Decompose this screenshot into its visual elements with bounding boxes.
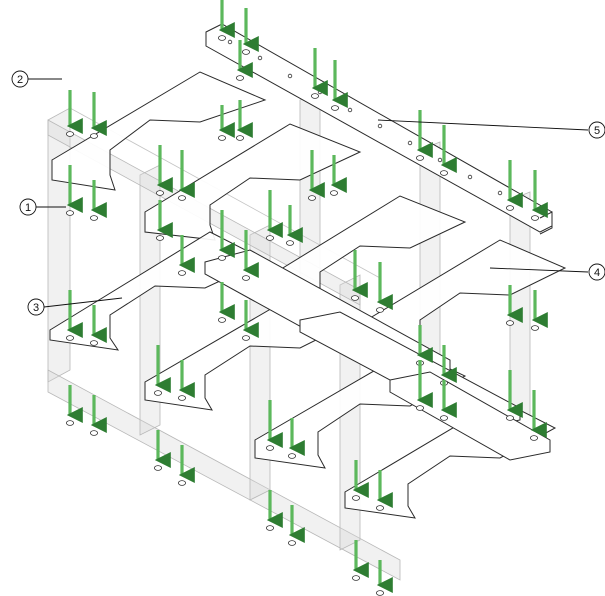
washer-nut-icon [505, 205, 514, 211]
washer-nut-icon [375, 505, 384, 511]
washer-nut-icon [287, 453, 296, 459]
washer-nut-icon [439, 170, 448, 176]
side-rails [204, 249, 551, 461]
washer-nut-icon [241, 49, 250, 55]
top-rail-part-5 [205, 23, 553, 235]
callout-5-label: 5 [594, 125, 600, 137]
washer-nut-icon [177, 395, 186, 401]
callout-3-label: 3 [33, 302, 39, 314]
washer-nut-icon [351, 575, 360, 581]
washer-nut-icon [285, 240, 294, 246]
washer-nut-icon [265, 235, 274, 241]
washer-nut-icon [505, 415, 514, 421]
washer-nut-icon [90, 340, 99, 346]
washer-nut-icon [177, 480, 186, 486]
washer-nut-icon [217, 135, 226, 141]
washer-nut-icon [66, 335, 75, 341]
callout-1-label: 1 [25, 202, 31, 214]
washer-nut-icon [217, 35, 226, 41]
washer-nut-icon [66, 210, 75, 216]
washer-nut-icon [287, 540, 296, 546]
washer-nut-icon [307, 195, 316, 201]
washer-nut-icon [217, 317, 226, 323]
washer-nut-icon [375, 590, 384, 596]
upper-plate-2 [144, 123, 362, 241]
washer-nut-icon [177, 195, 186, 201]
washer-nut-icon [329, 190, 338, 196]
upper-plate-1 [51, 71, 267, 191]
washer-nut-icon [330, 105, 339, 111]
washer-nut-icon [439, 415, 448, 421]
washer-nut-icon [235, 135, 244, 141]
washer-nut-icon [155, 190, 164, 196]
washer-nut-icon [241, 275, 250, 281]
washer-nut-icon [350, 295, 359, 301]
callout-3: 3 [27, 297, 123, 316]
washer-nut-icon [235, 75, 244, 81]
callout-4-label: 4 [594, 267, 600, 279]
washer-nut-icon [415, 405, 424, 411]
washer-nut-icon [265, 445, 274, 451]
washer-nut-icon [66, 420, 75, 426]
washer-nut-icon [153, 465, 162, 471]
callout-5: 5 [377, 119, 605, 139]
washer-nut-icon [90, 430, 99, 436]
washer-nut-icon [415, 155, 424, 161]
washer-nut-icon [90, 215, 99, 221]
bolt-arrows [66, 0, 548, 596]
washer-nut-icon [155, 235, 164, 241]
washer-nut-icon [531, 215, 540, 221]
washer-nut-icon [90, 133, 99, 139]
callout-2-label: 2 [17, 74, 23, 86]
washer-nut-icon [217, 255, 226, 261]
washer-nut-icon [66, 131, 75, 137]
washer-nut-icon [153, 390, 162, 396]
callout-4: 4 [489, 263, 605, 281]
washer-nut-icon [177, 270, 186, 276]
callout-2: 2 [11, 70, 62, 88]
washer-nut-icon [531, 325, 540, 331]
washer-nut-icon [375, 307, 384, 313]
washer-nut-icon [351, 495, 360, 501]
callout-1: 1 [19, 198, 66, 216]
washer-nut-icon [310, 93, 319, 99]
washer-nut-icon [505, 320, 514, 326]
washer-nut-icon [265, 525, 274, 531]
washer-nut-icon [530, 435, 539, 441]
washer-nut-icon [241, 335, 250, 341]
